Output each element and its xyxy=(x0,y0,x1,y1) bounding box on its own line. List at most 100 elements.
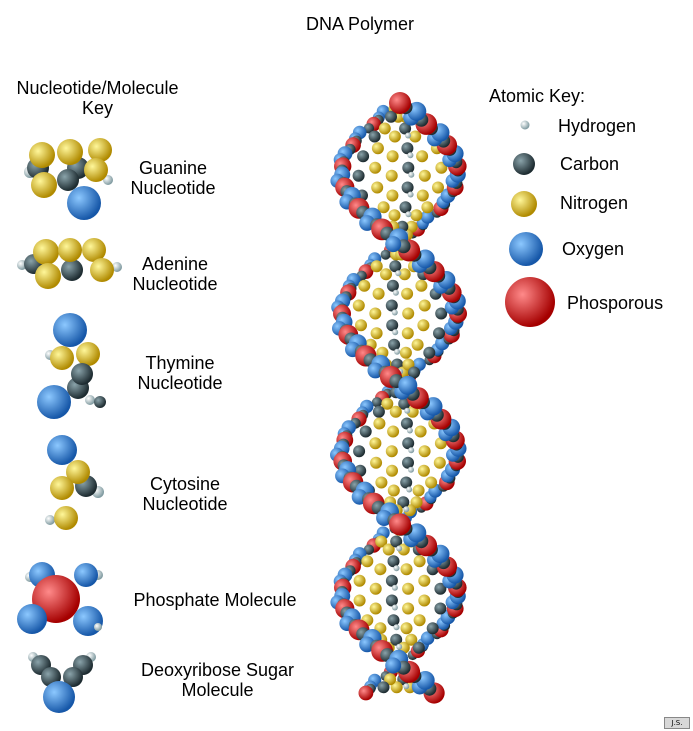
oxygen-label: Oxygen xyxy=(562,239,625,259)
dna-atom xyxy=(417,319,430,332)
dna-atom xyxy=(378,122,391,135)
atomic-key-heading: Atomic Key: xyxy=(489,86,586,106)
dna-atom xyxy=(386,279,399,292)
dna-atom xyxy=(355,319,367,332)
phosphate-label: Phosphate Molecule xyxy=(120,590,310,610)
dna-atom xyxy=(411,338,424,351)
thymine-label-line2: Nucleotide xyxy=(137,373,223,393)
dna-atom xyxy=(393,565,400,572)
dna-atom xyxy=(405,211,412,218)
dna-atom xyxy=(404,407,411,414)
nitrogen-label: Nitrogen xyxy=(560,193,629,213)
dna-atom xyxy=(394,348,401,355)
phosphate-molecule-icon xyxy=(17,562,103,636)
dna-atom xyxy=(372,405,385,418)
dna-atom xyxy=(393,624,400,631)
dna-atom xyxy=(418,574,431,587)
dna-atom xyxy=(399,122,412,135)
dna-atom xyxy=(400,417,413,430)
dna-atom xyxy=(353,445,366,458)
thymine-label-line1: Thymine xyxy=(145,353,215,373)
dna-atom xyxy=(421,201,434,214)
dna-atom xyxy=(387,555,400,568)
dna-atom xyxy=(417,464,430,477)
dna-atom xyxy=(377,681,390,694)
dna-atom xyxy=(392,289,399,296)
adenine-label: Adenine Nucleotide xyxy=(125,254,225,294)
dna-atom xyxy=(420,631,435,645)
dna-atom xyxy=(401,287,414,300)
dna-atom xyxy=(401,142,414,155)
dna-atom xyxy=(402,307,415,320)
dna-atom xyxy=(353,574,366,587)
deoxyribose-molecule-icon xyxy=(28,652,96,713)
guanine-label: Guanine Nucleotide xyxy=(118,158,228,198)
dna-atom xyxy=(391,309,398,316)
cytosine-label: Cytosine Nucleotide xyxy=(130,474,240,514)
dna-atom xyxy=(400,476,413,489)
dna-atom xyxy=(418,594,431,607)
phosphorus-atom-icon xyxy=(505,277,555,327)
dna-atom xyxy=(375,476,388,489)
dna-atom xyxy=(415,279,428,292)
dna-atom xyxy=(402,456,414,469)
deoxyribose-label-line2: Molecule xyxy=(181,680,254,700)
phosphate-label-line1: Phosphate Molecule xyxy=(133,590,297,610)
dna-atom xyxy=(402,582,415,595)
dna-atom xyxy=(414,425,427,438)
dna-atom xyxy=(396,643,403,650)
dna-atom xyxy=(385,110,397,123)
dna-atom xyxy=(407,191,414,198)
dna-atom xyxy=(385,445,398,458)
cytosine-label-line2: Nucleotide xyxy=(142,494,228,514)
dna-atom xyxy=(380,249,391,260)
thymine-label: Thymine Nucleotide xyxy=(125,353,235,393)
dna-atom xyxy=(353,594,366,607)
dna-atom xyxy=(389,92,411,114)
adenine-label-line2: Nucleotide xyxy=(132,274,218,294)
dna-atom xyxy=(359,425,372,438)
dna-atom xyxy=(371,397,383,408)
dna-atom xyxy=(370,456,383,469)
dna-atom xyxy=(401,181,414,194)
dna-atom xyxy=(369,161,382,174)
dna-atom xyxy=(402,602,415,615)
dna-atom xyxy=(398,268,411,281)
dna-atom xyxy=(396,545,403,552)
dna-atom xyxy=(389,260,402,273)
dna-atom xyxy=(371,181,384,194)
dna-atom xyxy=(402,437,415,450)
signature-text: J.S. xyxy=(671,719,683,727)
dna-polymer-illustration xyxy=(330,92,467,704)
dna-atom xyxy=(398,375,418,395)
guanine-label-line1: Guanine xyxy=(138,158,208,178)
dna-atom xyxy=(409,130,422,143)
dna-atom xyxy=(433,327,445,340)
dna-atom xyxy=(392,329,399,336)
dna-atom xyxy=(385,574,398,587)
dna-atom xyxy=(412,641,425,654)
dna-atom xyxy=(374,563,387,576)
dna-atom xyxy=(391,604,398,611)
dna-atom xyxy=(413,555,426,568)
dna-atom xyxy=(400,622,413,635)
dna-atom xyxy=(403,506,410,513)
dna-atom xyxy=(391,584,398,591)
dna-atom xyxy=(352,299,365,312)
dna-atom xyxy=(425,476,438,489)
dna-atom xyxy=(390,681,403,694)
dna-atom xyxy=(403,683,410,690)
dna-atom xyxy=(386,464,398,477)
guanine-molecule-icon xyxy=(24,138,113,220)
dna-atom xyxy=(386,319,399,332)
dna-atom xyxy=(385,594,398,607)
dna-atom xyxy=(373,417,386,430)
dna-atom xyxy=(433,456,446,469)
dna-atom xyxy=(416,150,429,163)
signature-badge: J.S. xyxy=(664,717,690,729)
dna-atom xyxy=(432,181,444,194)
thymine-molecule-icon xyxy=(37,313,106,419)
dna-atom xyxy=(388,209,401,222)
dna-atom xyxy=(389,513,411,536)
dna-atom xyxy=(368,130,381,143)
